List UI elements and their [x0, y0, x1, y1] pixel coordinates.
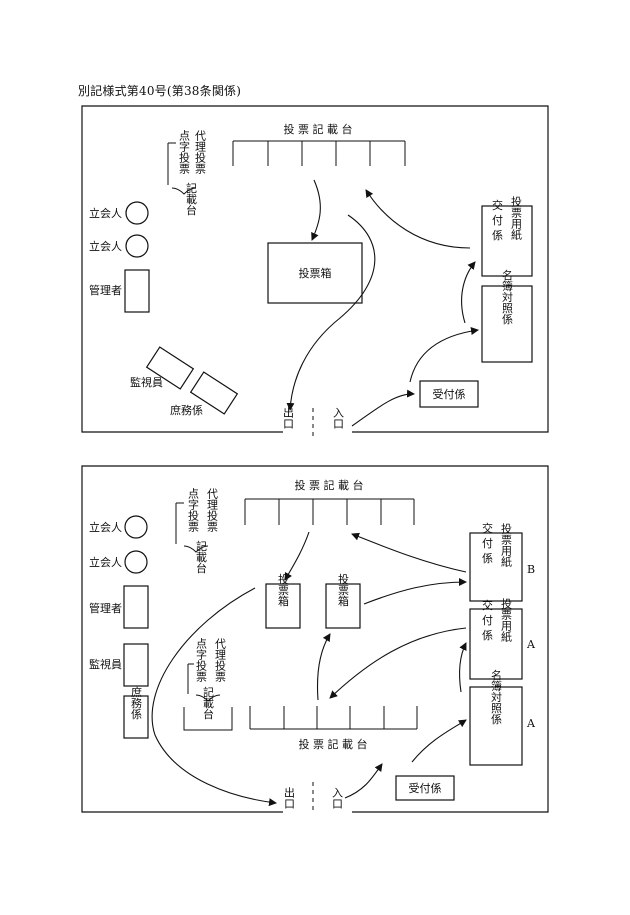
ballot-box-1 — [267, 242, 363, 304]
manager-label-d2: 管理者 — [89, 601, 122, 615]
witness-seat-2-d2 — [124, 550, 148, 574]
clerk-label: 庶務係 — [170, 403, 203, 417]
clerk-seat — [189, 371, 239, 415]
monitor-label-d2: 監視員 — [89, 657, 122, 671]
proxy-vote-label: 代理投票 — [194, 130, 207, 174]
ballot-box-2-d2 — [325, 583, 361, 629]
layout-diagram-2: 投 票 記 載 台 代理投票 点字投票 記載台 立会人 立会人 管理者 監視員 — [81, 465, 549, 813]
flow-reception-to-registry-d2 — [411, 719, 467, 763]
reception-label-d2: 受付係 — [409, 782, 442, 795]
ballot-desk-label: 投 票 記 載 台 — [284, 122, 353, 136]
witness-label-1-d2: 立会人 — [89, 520, 122, 534]
reception-desk — [419, 380, 479, 408]
ballot-box-1-d2 — [265, 583, 301, 629]
braille-proxy-desk-top: 代理投票 点字投票 記載台 — [175, 488, 219, 574]
witness-label-2: 立会人 — [89, 239, 122, 253]
registry-check-label-a: 名簿対照係 — [490, 668, 503, 725]
ballot-box-2-label: 投票箱 — [337, 572, 350, 607]
flow-box-to-exit — [286, 214, 376, 411]
flow-registry-to-issue — [461, 261, 476, 324]
exit-label-d2: 出口 — [283, 786, 296, 809]
braille-vote-label-bottom: 点字投票 — [195, 638, 208, 682]
braille-desk-label-bottom: 記載台 — [202, 685, 215, 719]
ballot-desk-top — [244, 498, 415, 525]
ballot-paper-label-b: 投票用紙 — [500, 522, 513, 567]
witness-seat-1-d2 — [124, 515, 148, 539]
monitor-seat — [145, 346, 195, 390]
clerk-seat-d2 — [123, 695, 149, 739]
flow-desk-to-box-1 — [284, 531, 310, 581]
manager-seat-d2 — [123, 585, 149, 629]
flow-to-exit-d2 — [151, 587, 277, 807]
issue-clerk-label: 交付係 — [491, 198, 504, 244]
clerk-label-d2: 庶務係 — [130, 685, 143, 720]
ballot-box-1-label: 投票箱 — [277, 572, 290, 607]
ballot-box-label: 投票箱 — [299, 266, 332, 280]
flow-entrance-to-reception — [351, 389, 415, 427]
braille-desk-label-top: 記載台 — [195, 539, 208, 573]
issue-clerk-label-b: 交付係 — [481, 521, 494, 567]
ballot-paper-label-a: 投票用紙 — [500, 597, 513, 642]
ballot-desk-bottom — [249, 706, 418, 730]
issue-clerk-label-a: 交付係 — [481, 598, 494, 644]
flow-desk-to-box — [311, 179, 321, 241]
flow-issue-b-to-desk — [351, 532, 467, 573]
reception-desk-d2 — [395, 775, 455, 801]
proxy-vote-label-top: 代理投票 — [206, 488, 219, 532]
ballot-issue-desk-a — [469, 608, 523, 680]
flow-desk-to-box-2 — [317, 633, 331, 701]
witness-seat-2 — [125, 234, 149, 258]
room-wall-1 — [81, 105, 549, 433]
ballot-desk-top-label: 投 票 記 載 台 — [295, 478, 364, 492]
braille-desk-label: 記載台 — [185, 181, 198, 215]
monitor-seat-d2 — [123, 643, 149, 687]
registry-tag-a: A — [526, 717, 536, 730]
ballot-desk-bottom-label: 投 票 記 載 台 — [299, 737, 368, 751]
registry-check-desk — [481, 285, 533, 363]
braille-vote-label: 点字投票 — [178, 130, 191, 174]
issue-tag-b: B — [527, 563, 535, 576]
registry-check-label: 名簿対照係 — [501, 268, 514, 325]
proxy-vote-label-bottom: 代理投票 — [214, 638, 227, 682]
form-header: 別記様式第40号(第38条関係) — [78, 84, 242, 98]
braille-proxy-desk: 代理投票 点字投票 記載台 — [167, 130, 207, 216]
flow-issue-to-desk — [365, 189, 471, 249]
braille-proxy-desk-bottom: 代理投票 点字投票 記載台 — [183, 638, 233, 731]
ballot-issue-desk-b — [469, 532, 523, 602]
exit-label: 出口 — [282, 406, 295, 429]
layout-diagram-1: 投 票 記 載 台 代理投票 点字投票 記載台 立会人 立会人 管理者 投票 — [81, 105, 549, 436]
ballot-issue-desk — [481, 205, 533, 277]
braille-vote-label-top: 点字投票 — [187, 488, 200, 532]
ballot-paper-label: 投票用紙 — [510, 195, 523, 240]
reception-label: 受付係 — [433, 388, 466, 401]
manager-seat — [124, 269, 150, 313]
entrance-label: 入口 — [332, 407, 345, 429]
flow-entrance-to-registry-d2 — [344, 763, 383, 799]
registry-check-desk-a — [469, 686, 523, 766]
issue-tag-a: A — [526, 638, 536, 651]
room-wall-2 — [81, 465, 549, 813]
flow-issue-a-to-desk — [329, 627, 467, 699]
manager-label: 管理者 — [89, 283, 122, 297]
ballot-desk — [232, 140, 406, 166]
entrance-label-d2: 入口 — [331, 787, 344, 809]
flow-box-2-to-issue-b — [363, 578, 467, 605]
flow-registry-to-issue-a — [459, 642, 467, 693]
witness-label-1: 立会人 — [89, 206, 122, 220]
flow-reception-to-registry — [409, 327, 479, 383]
witness-seat-1 — [125, 201, 149, 225]
witness-label-2-d2: 立会人 — [89, 555, 122, 569]
monitor-label: 監視員 — [130, 375, 163, 389]
